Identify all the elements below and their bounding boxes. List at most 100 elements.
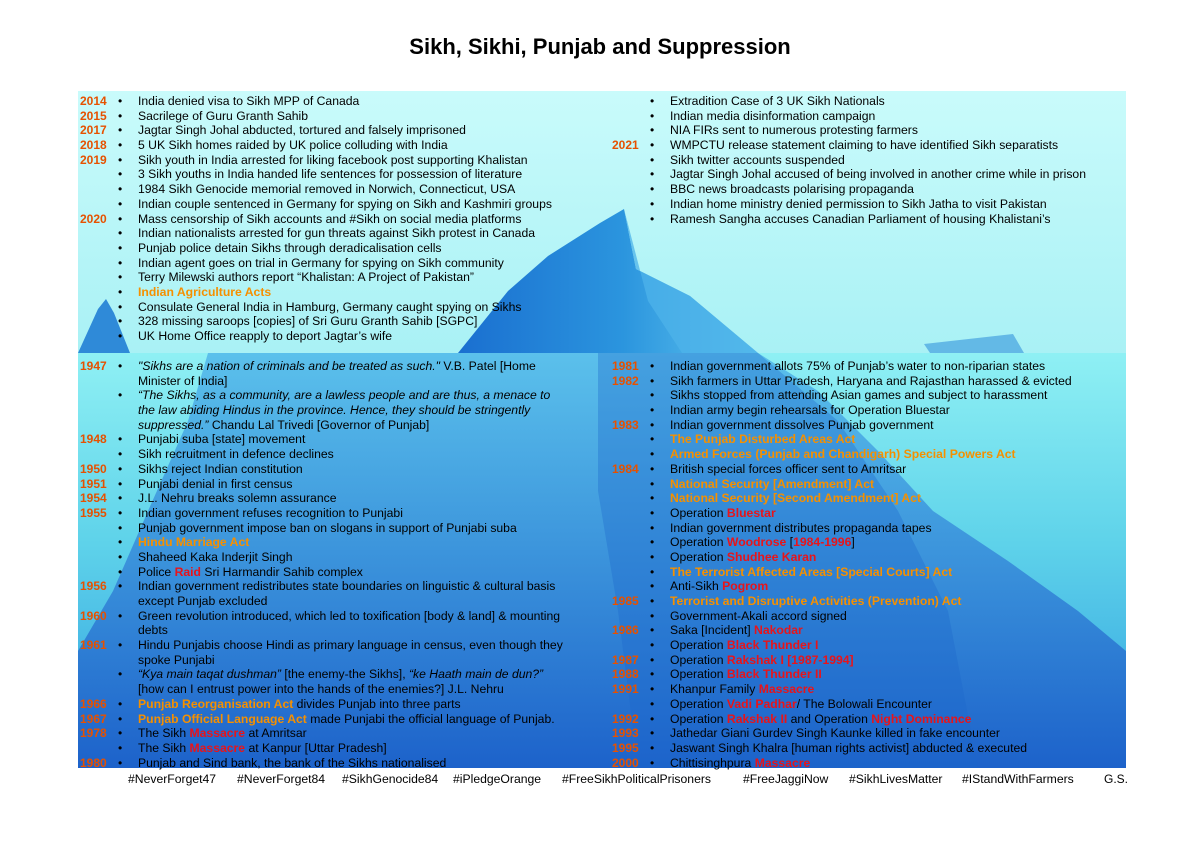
entry-text: Indian army begin rehearsals for Operati…	[670, 403, 950, 418]
entry-text-part: Operation	[670, 711, 727, 726]
timeline-entry: • The Punjab Disturbed Areas Act	[612, 432, 1112, 447]
entry-text: Indian Agriculture Acts	[138, 285, 271, 300]
bullet-icon: •	[118, 535, 123, 550]
iceberg-underwater-shade	[598, 353, 978, 768]
entry-text: Operation Black Thunder I	[670, 638, 818, 653]
hashtag[interactable]: #SikhLivesMatter	[849, 772, 943, 786]
timeline-entry: 1993•Jathedar Giani Gurdev Singh Kaunke …	[612, 726, 1112, 741]
entry-text: Punjab Reorganisation Act divides Punjab…	[138, 697, 461, 712]
entry-text: Operation Rakshak II and Operation Night…	[670, 712, 971, 727]
entry-text-part: 5 UK Sikh homes raided by UK police coll…	[138, 138, 448, 153]
hashtag[interactable]: #FreeSikhPoliticalPrisoners	[562, 772, 712, 786]
entry-text-part: Punjab government impose ban on slogans …	[138, 520, 517, 535]
hashtag[interactable]: #SikhGenocide84	[342, 772, 439, 786]
entry-text-part: Anti-Sikh	[670, 579, 723, 594]
entry-year: 1951	[80, 476, 107, 491]
entry-text: Operation Woodrose [1984-1996]	[670, 535, 855, 550]
entry-year: 2018	[80, 138, 107, 153]
entry-year: 1967	[80, 711, 107, 726]
bullet-icon: •	[118, 711, 123, 726]
hashtag[interactable]: #IStandWithFarmers	[962, 772, 1074, 786]
entry-text-part: divides Punjab into three parts	[293, 696, 461, 711]
small-iceberg-left	[78, 299, 130, 353]
entry-text: Indian nationalists arrested for gun thr…	[138, 226, 535, 241]
timeline-entry: •BBC news broadcasts polarising propagan…	[612, 182, 1112, 197]
timeline-entry: 2014•India denied visa to Sikh MPP of Ca…	[80, 94, 550, 109]
highlight-act: Hindu Marriage Act	[138, 535, 250, 550]
bullet-icon: •	[118, 270, 123, 285]
entry-year: 1980	[80, 755, 107, 770]
hashtag[interactable]: #NeverForget47	[128, 772, 217, 786]
bullet-icon: •	[118, 579, 123, 594]
bullet-icon: •	[118, 284, 123, 299]
entry-text-part: Operation	[670, 505, 727, 520]
timeline-entry: •“The Sikhs, as a community, are a lawle…	[80, 388, 550, 403]
timeline-entry: •Indian government distributes propagand…	[612, 521, 1112, 536]
timeline-entry: 1955•Indian government refuses recogniti…	[80, 506, 550, 521]
bullet-icon: •	[650, 108, 655, 123]
hashtag[interactable]: #iPledgeOrange	[453, 772, 542, 786]
timeline-entry: •The Terrorist Affected Areas [Special C…	[612, 565, 1112, 580]
entry-text-part: Indian government allots 75% of Punjab’s…	[670, 359, 1046, 373]
timeline-entry: 1988•Operation Black Thunder II	[612, 667, 1112, 682]
entry-year: 1961	[80, 638, 107, 653]
timeline-entry: •1984 Sikh Genocide memorial removed in …	[80, 182, 550, 197]
entry-text: debts	[138, 623, 168, 638]
entry-text-part: Operation	[670, 549, 727, 564]
entry-text-part: “ke Haath main de dun?”	[408, 667, 544, 682]
bullet-icon: •	[650, 667, 655, 682]
entry-year: 1960	[80, 608, 107, 623]
entry-text-part: “Kya main taqat dushman”	[138, 667, 281, 682]
bullet-icon: •	[118, 123, 123, 138]
entry-text: Jagtar Singh Johal abducted, tortured an…	[138, 123, 466, 138]
hashtag[interactable]: #NeverForget84	[237, 772, 326, 786]
timeline-entry: •Ramesh Sangha accuses Canadian Parliame…	[612, 212, 1112, 227]
highlight-event: Raid	[174, 564, 202, 579]
entry-text: Indian home ministry denied permission t…	[670, 197, 1047, 212]
entry-text-part: Indian government distributes propaganda…	[670, 520, 932, 535]
entry-year: 1950	[80, 461, 107, 476]
entry-text: Government-Akali accord signed	[670, 609, 847, 624]
entry-text-part: The Sikh	[138, 726, 190, 741]
author-signature: G.S.	[1104, 772, 1129, 786]
timeline-entry: •Operation Shudhee Karan	[612, 550, 1112, 565]
entry-text-part: Indian army begin rehearsals for Operati…	[670, 403, 950, 418]
entry-year: 2020	[80, 211, 107, 226]
timeline-entry: •Indian home ministry denied permission …	[612, 197, 1112, 212]
highlight-event: Shudhee Karan	[726, 549, 817, 564]
timeline-entry: 1986•Saka [Incident] Nakodar	[612, 623, 1112, 638]
entry-text-part: “The Sikhs, as a community, are a lawles…	[138, 388, 551, 403]
entry-text: Punjabi suba [state] movement	[138, 432, 305, 447]
hashtag[interactable]: #FreeJaggiNow	[743, 772, 829, 786]
entry-text: Shaheed Kaka Inderjit Singh	[138, 550, 293, 565]
entry-text: The Punjab Disturbed Areas Act	[670, 432, 855, 447]
entry-text: Consulate General India in Hamburg, Germ…	[138, 300, 521, 315]
timeline-entry: •Punjab police detain Sikhs through dera…	[80, 241, 550, 256]
highlight-event: Black Thunder II	[726, 667, 822, 682]
timeline-entry: the law abiding Hindus in the province. …	[80, 403, 550, 418]
timeline-entry: •Operation Woodrose [1984-1996]	[612, 535, 1112, 550]
bullet-icon: •	[118, 549, 123, 564]
entry-text-part: J.L. Nehru breaks solemn assurance	[138, 491, 337, 506]
entry-text-part: Operation	[670, 535, 727, 550]
entry-text-part: Operation	[670, 638, 727, 653]
timeline-entry: •3 Sikh youths in India handed life sent…	[80, 167, 550, 182]
entry-text: Operation Vadi Padhar/ The Bolowali Enco…	[670, 697, 932, 712]
entry-text-part: Police	[138, 564, 175, 579]
bullet-icon: •	[118, 240, 123, 255]
timeline-entry: •Operation Black Thunder I	[612, 638, 1112, 653]
entry-text-part: Terry Milewski authors report “Khalistan…	[138, 270, 474, 285]
bullet-icon: •	[650, 432, 655, 447]
entry-text-part: Punjabi suba [state] movement	[138, 432, 306, 447]
entry-text-part: Indian nationalists arrested for gun thr…	[138, 226, 536, 241]
entry-text: UK Home Office reapply to deport Jagtar’…	[138, 329, 392, 344]
entry-text: Operation Shudhee Karan	[670, 550, 816, 565]
timeline-entry: •Operation Bluestar	[612, 506, 1112, 521]
entry-year: 1978	[80, 726, 107, 741]
entry-text: 328 missing saroops [copies] of Sri Guru…	[138, 314, 477, 329]
timeline-entry: •Consulate General India in Hamburg, Ger…	[80, 300, 550, 315]
timeline-entry: •Sikhs stopped from attending Asian game…	[612, 388, 1112, 403]
entry-text-part: made Punjabi the official language of Pu…	[306, 711, 555, 726]
bullet-icon: •	[650, 491, 655, 506]
entry-text-part: spoke Punjabi	[138, 652, 215, 667]
